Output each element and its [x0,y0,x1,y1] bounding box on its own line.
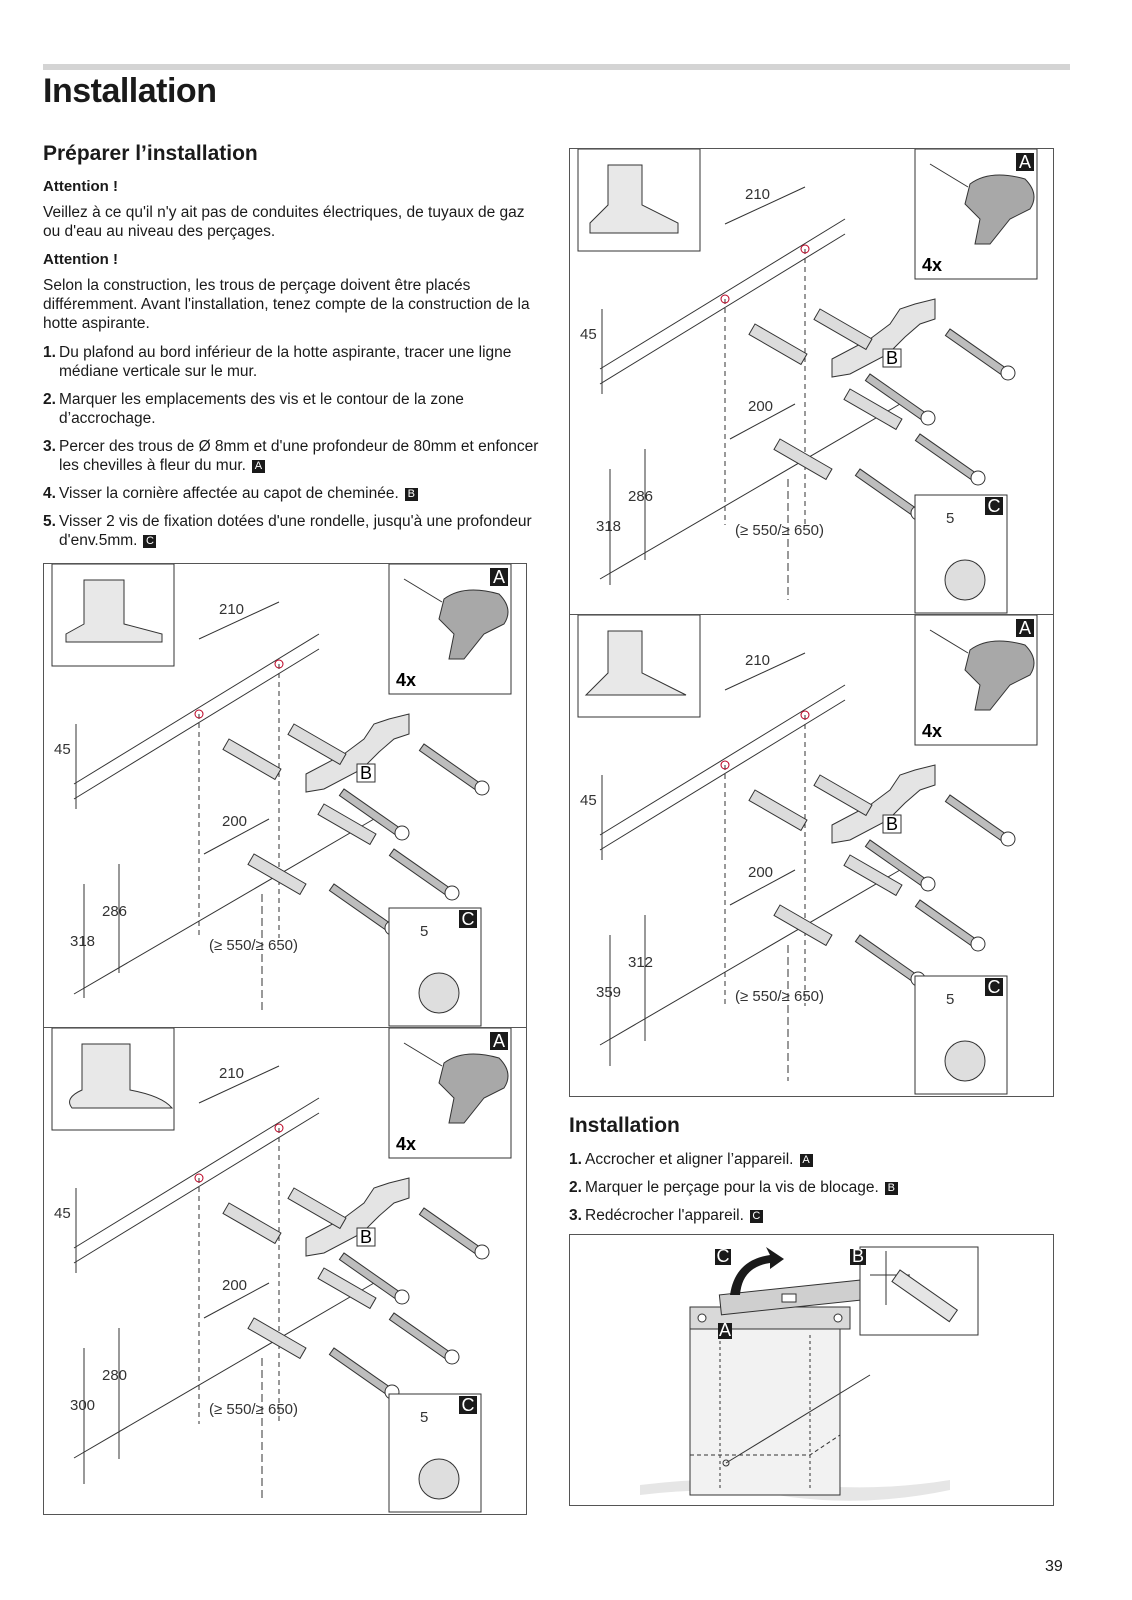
drill-icon [964,640,1035,711]
qty-label: 4x [922,255,942,275]
screw-head-icon [944,1040,986,1082]
prep-step: 1.Du plafond au bord inférieur de la hot… [43,344,512,380]
label-a: A [719,1320,731,1340]
step-badge: A [799,1154,813,1167]
dim-inner-height: 312 [628,954,653,971]
step-badge: B [884,1182,898,1195]
dim-45: 45 [54,1205,71,1222]
diagram-svg: 210 200 45 312 359 (≥ 550/≥ 650) 4x A B 5 C [577,615,1038,1095]
dim-depth: 5 [946,510,954,527]
diagram-svg: 210 200 45 280 300 (≥ 550/≥ 650) 4x A B 5 C [51,1028,512,1513]
dim-200: 200 [222,813,247,830]
install-step: 3.Redécrocher l'appareil.C [569,1206,1049,1225]
dim-outer-height: 318 [596,518,621,535]
step-badge: B [404,488,418,501]
dim-45: 45 [54,741,71,758]
install-steps: 1.Accrocher et aligner l’appareil.A 2.Ma… [569,1150,1049,1234]
install-heading: Installation [569,1114,680,1137]
label-c: C [988,977,1001,997]
dim-outer-height: 318 [70,933,95,950]
dim-outer-height: 359 [596,984,621,1001]
diagram-svg: 210 200 45 286 318 (≥ 550/≥ 650) 4x A B 5 C [577,149,1038,614]
drilling-diagram-1: 210 200 45 286 318 (≥ 550/≥ 650) 4x A B 5 C [43,563,527,1029]
dim-inner-height: 286 [628,488,653,505]
dim-depth: 5 [420,1409,428,1426]
prep-step: 3.Percer des trous de Ø 8mm et d'une pro… [43,438,539,474]
label-a: A [1019,152,1031,172]
dim-range: (≥ 550/≥ 650) [735,522,824,539]
label-b: B [852,1246,864,1266]
dim-210: 210 [745,652,770,669]
dim-depth: 5 [420,923,428,940]
page-title: Installation [43,72,217,110]
screw-head-icon [418,1458,460,1500]
install-step: 2.Marquer le perçage pour la vis de bloc… [569,1178,1049,1197]
drilling-diagram-2: 210 200 45 280 300 (≥ 550/≥ 650) 4x A B 5 C [43,1027,527,1515]
dim-210: 210 [745,186,770,203]
qty-label: 4x [396,670,416,690]
attention-text-1: Veillez à ce qu'il n'y ait pas de condui… [43,204,525,240]
step-badge: C [749,1210,763,1223]
prep-step: 5.Visser 2 vis de fixation dotées d'une … [43,513,532,549]
prep-step: 2.Marquer les emplacements des vis et le… [43,391,464,427]
drilling-diagram-3: 210 200 45 286 318 (≥ 550/≥ 650) 4x A B 5 C [569,148,1054,616]
label-b: B [360,763,372,783]
install-step: 1.Accrocher et aligner l’appareil.A [569,1150,1049,1169]
label-c: C [462,909,475,929]
diagram-svg: 210 200 45 286 318 (≥ 550/≥ 650) 4x A B 5 C [51,564,512,1027]
screw-head-icon [944,559,986,601]
drill-icon [964,174,1035,245]
step-badge: A [251,460,265,473]
attention-label-1: Attention ! [43,178,118,195]
attention-label-2: Attention ! [43,251,118,268]
dim-200: 200 [748,398,773,415]
prep-step: 4.Visser la cornière affectée au capot d… [43,484,543,503]
screw-head-icon [418,972,460,1014]
dim-45: 45 [580,792,597,809]
qty-label: 4x [922,721,942,741]
label-c: C [462,1395,475,1415]
dim-210: 210 [219,601,244,618]
prep-steps: 1.Du plafond au bord inférieur de la hot… [43,343,543,559]
dim-210: 210 [219,1065,244,1082]
dim-range: (≥ 550/≥ 650) [735,988,824,1005]
page-number: 39 [1045,1558,1063,1575]
dim-outer-height: 300 [70,1397,95,1414]
hanging-illustration: A B C [640,1246,979,1501]
drill-icon [438,1053,509,1124]
dim-inner-height: 286 [102,903,127,920]
header-rule [43,64,1070,70]
hanging-diagram: A B C [569,1234,1054,1506]
step-badge: C [143,535,157,548]
label-c: C [717,1246,730,1266]
label-c: C [988,496,1001,516]
drill-icon [438,589,509,660]
label-a: A [1019,618,1031,638]
label-a: A [493,1031,505,1051]
label-a: A [493,567,505,587]
dim-200: 200 [748,864,773,881]
prep-heading: Préparer l’installation [43,142,258,165]
drilling-diagram-4: 210 200 45 312 359 (≥ 550/≥ 650) 4x A B 5 C [569,614,1054,1097]
dim-range: (≥ 550/≥ 650) [209,937,298,954]
label-b: B [360,1227,372,1247]
dim-range: (≥ 550/≥ 650) [209,1401,298,1418]
dim-200: 200 [222,1277,247,1294]
dim-45: 45 [580,326,597,343]
label-b: B [886,348,898,368]
dim-inner-height: 280 [102,1367,127,1384]
attention-text-2: Selon la construction, les trous de perç… [43,277,530,332]
label-b: B [886,814,898,834]
qty-label: 4x [396,1134,416,1154]
dim-depth: 5 [946,991,954,1008]
